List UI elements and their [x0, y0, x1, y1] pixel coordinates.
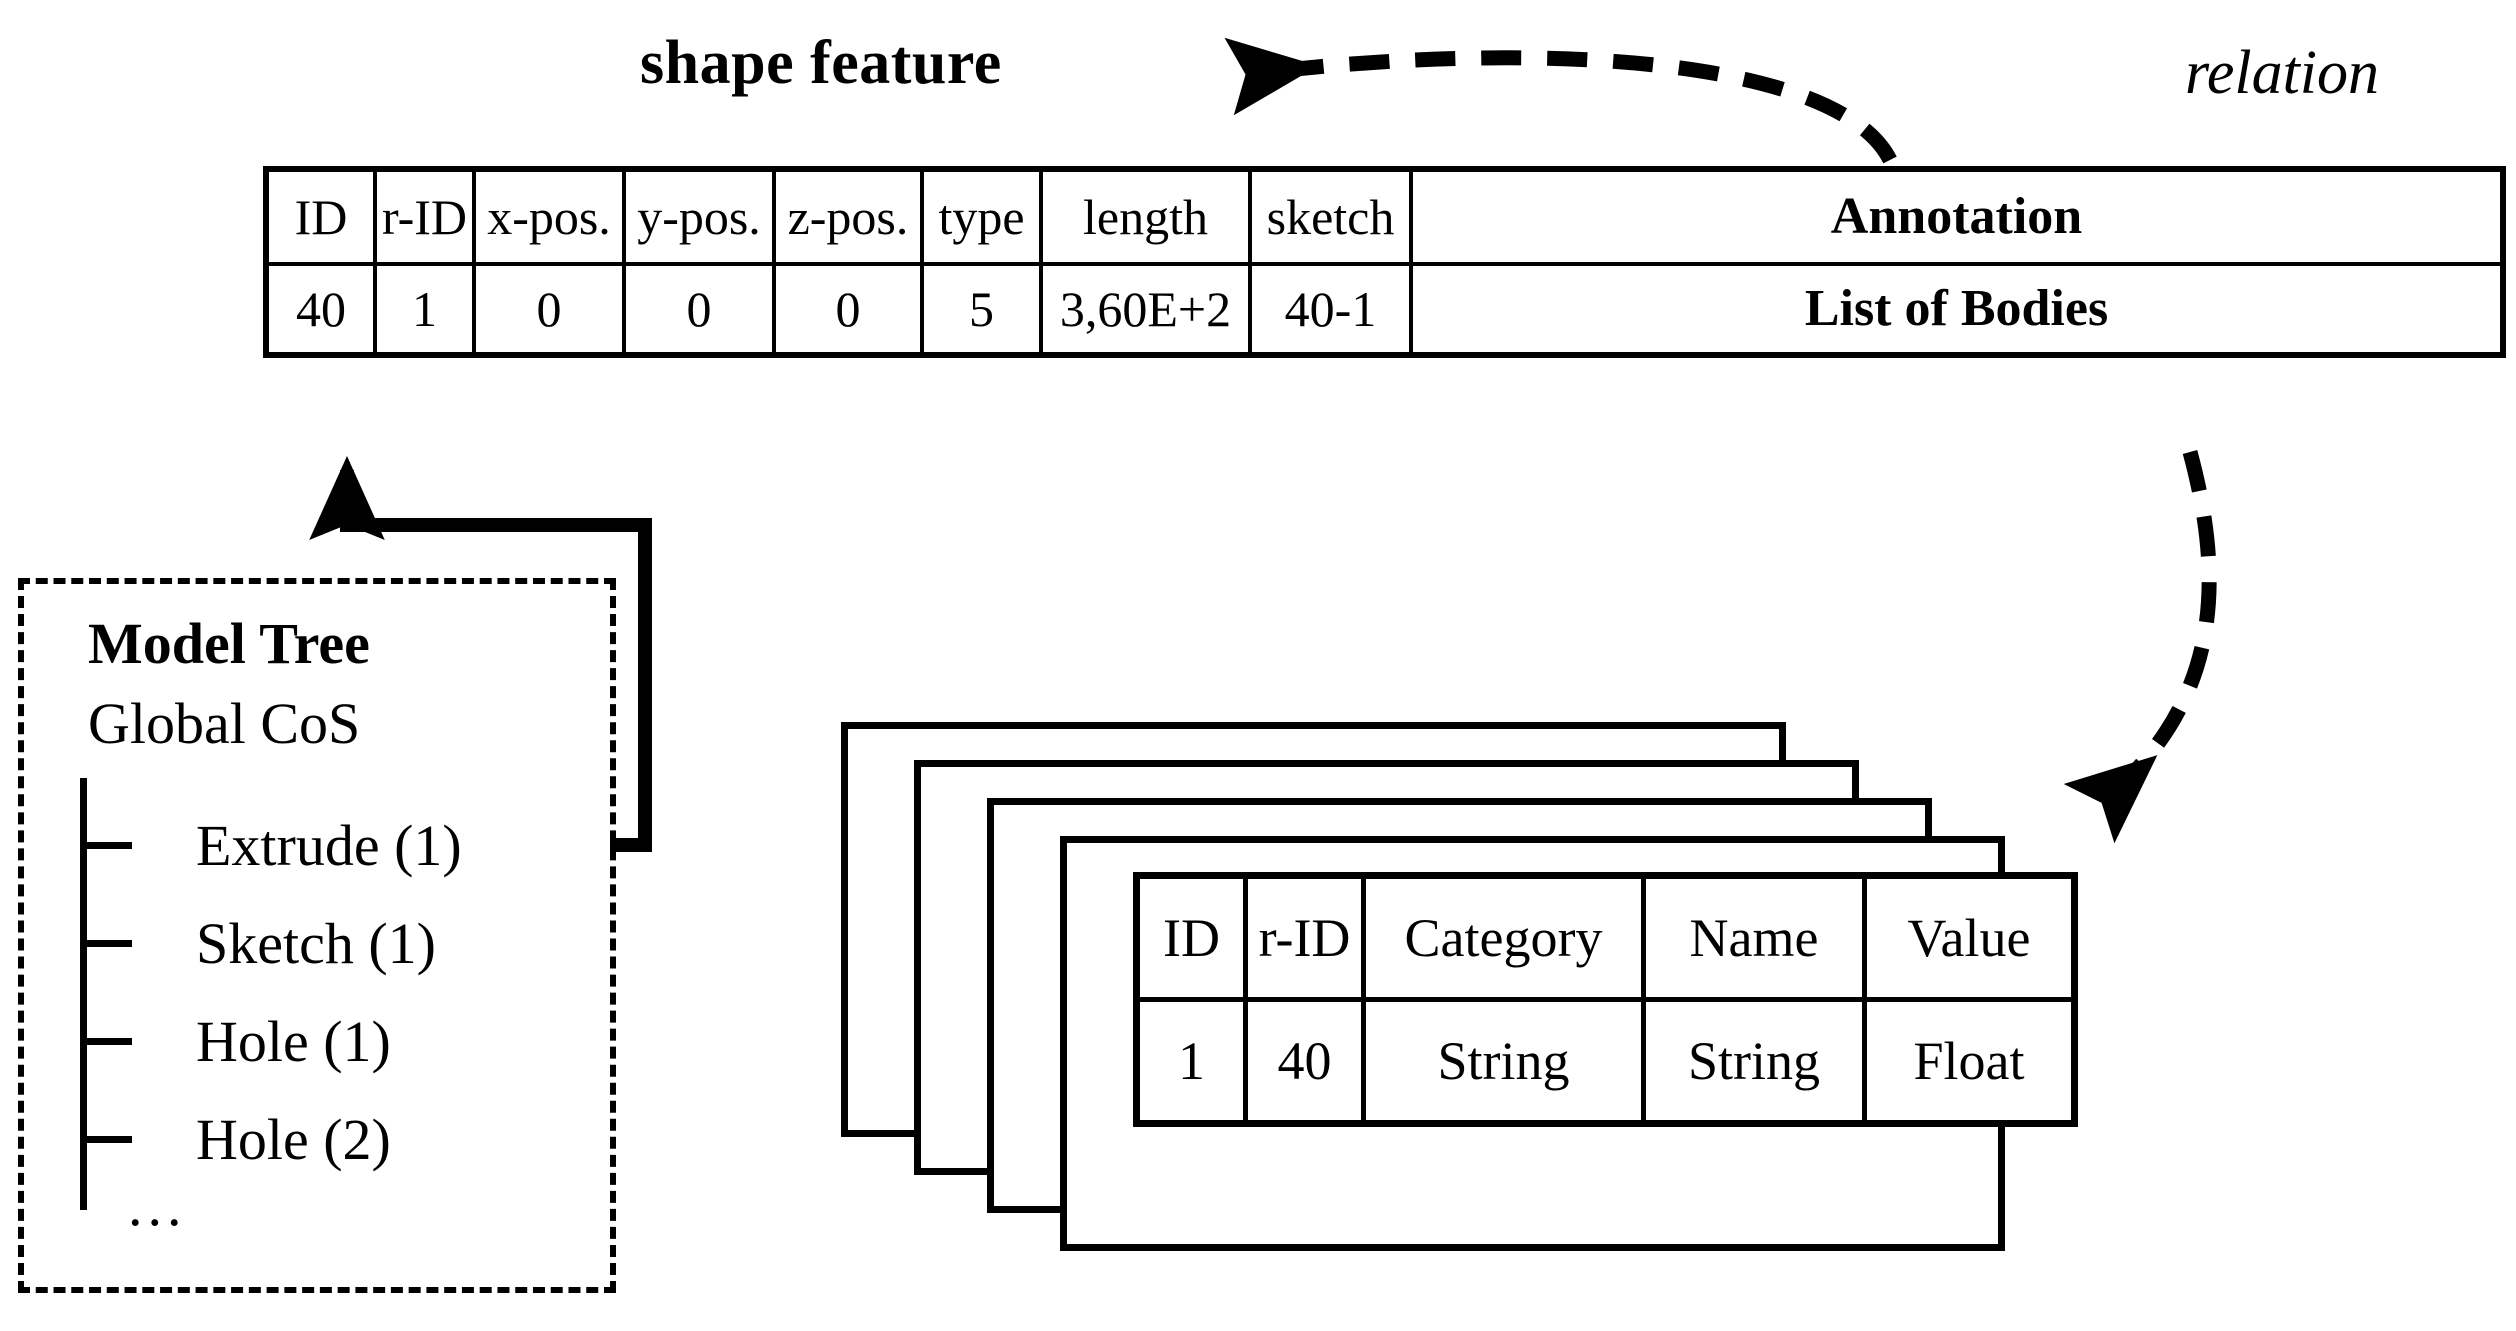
- tree-spine-line: [80, 778, 87, 1210]
- shape-feature-label: shape feature: [640, 29, 1002, 97]
- table-row: 40 1 0 0 0 5 3,60E+2 40-1 List of Bodies: [264, 262, 2505, 357]
- table-header-row: ID r-ID x-pos. y-pos. z-pos. type length…: [264, 167, 2505, 266]
- annotation-table-row: 1 40 String String Float: [1134, 997, 2077, 1126]
- tree-ellipsis: ...: [128, 1173, 187, 1238]
- cell-sketch: 40-1: [1248, 262, 1413, 357]
- cell-id: 40: [264, 262, 377, 357]
- annotation-cell-r-id: 40: [1243, 997, 1366, 1126]
- model-tree-box: [18, 578, 616, 1293]
- dashed-arrow-to-shape-feature: [1224, 37, 1897, 164]
- header-cell-x-pos: x-pos.: [472, 167, 626, 266]
- header-cell-r-id: r-ID: [373, 167, 476, 266]
- annotation-header-r-id: r-ID: [1243, 873, 1366, 1002]
- header-cell-id: ID: [264, 167, 377, 266]
- tree-tick-hole-2: [80, 1136, 132, 1143]
- cell-x-pos: 0: [472, 262, 626, 357]
- annotation-header-id: ID: [1134, 873, 1248, 1002]
- relation-label: relation: [2185, 39, 2380, 107]
- tree-item-hole-1[interactable]: Hole (1): [196, 1009, 391, 1074]
- model-tree-title: Model Tree: [88, 611, 370, 676]
- model-tree-root-label: Global CoS: [88, 691, 361, 756]
- annotation-header-category: Category: [1361, 873, 1646, 1002]
- header-cell-y-pos: y-pos.: [622, 167, 776, 266]
- cell-annotation: List of Bodies: [1409, 262, 2505, 357]
- annotation-cell-name: String: [1641, 997, 1867, 1126]
- tree-tick-sketch: [80, 940, 132, 947]
- tree-item-extrude[interactable]: Extrude (1): [196, 813, 462, 878]
- cell-z-pos: 0: [772, 262, 924, 357]
- header-cell-annotation: Annotation: [1409, 167, 2505, 266]
- cell-length: 3,60E+2: [1039, 262, 1252, 357]
- tree-item-hole-2[interactable]: Hole (2): [196, 1107, 391, 1172]
- header-cell-type: type: [920, 167, 1043, 266]
- annotation-cell-value: Float: [1862, 997, 2077, 1126]
- tree-tick-extrude: [80, 842, 132, 849]
- dashed-arrow-to-annotation-stack: [2063, 450, 2217, 844]
- tree-tick-hole-1: [80, 1038, 132, 1045]
- header-cell-z-pos: z-pos.: [772, 167, 924, 266]
- annotation-header-value: Value: [1862, 873, 2077, 1002]
- annotation-header-name: Name: [1641, 873, 1867, 1002]
- cell-y-pos: 0: [622, 262, 776, 357]
- annotation-cell-category: String: [1361, 997, 1646, 1126]
- header-cell-length: length: [1039, 167, 1252, 266]
- cell-r-id: 1: [373, 262, 476, 357]
- cell-type: 5: [920, 262, 1043, 357]
- shape-feature-relation-table: ID r-ID x-pos. y-pos. z-pos. type length…: [263, 166, 2506, 358]
- annotation-cell-id: 1: [1134, 997, 1248, 1126]
- annotation-table: ID r-ID Category Name Value 1 40 String …: [1133, 872, 2078, 1127]
- annotation-header-row: ID r-ID Category Name Value: [1134, 873, 2077, 1002]
- tree-item-sketch[interactable]: Sketch (1): [196, 911, 436, 976]
- header-cell-sketch: sketch: [1248, 167, 1413, 266]
